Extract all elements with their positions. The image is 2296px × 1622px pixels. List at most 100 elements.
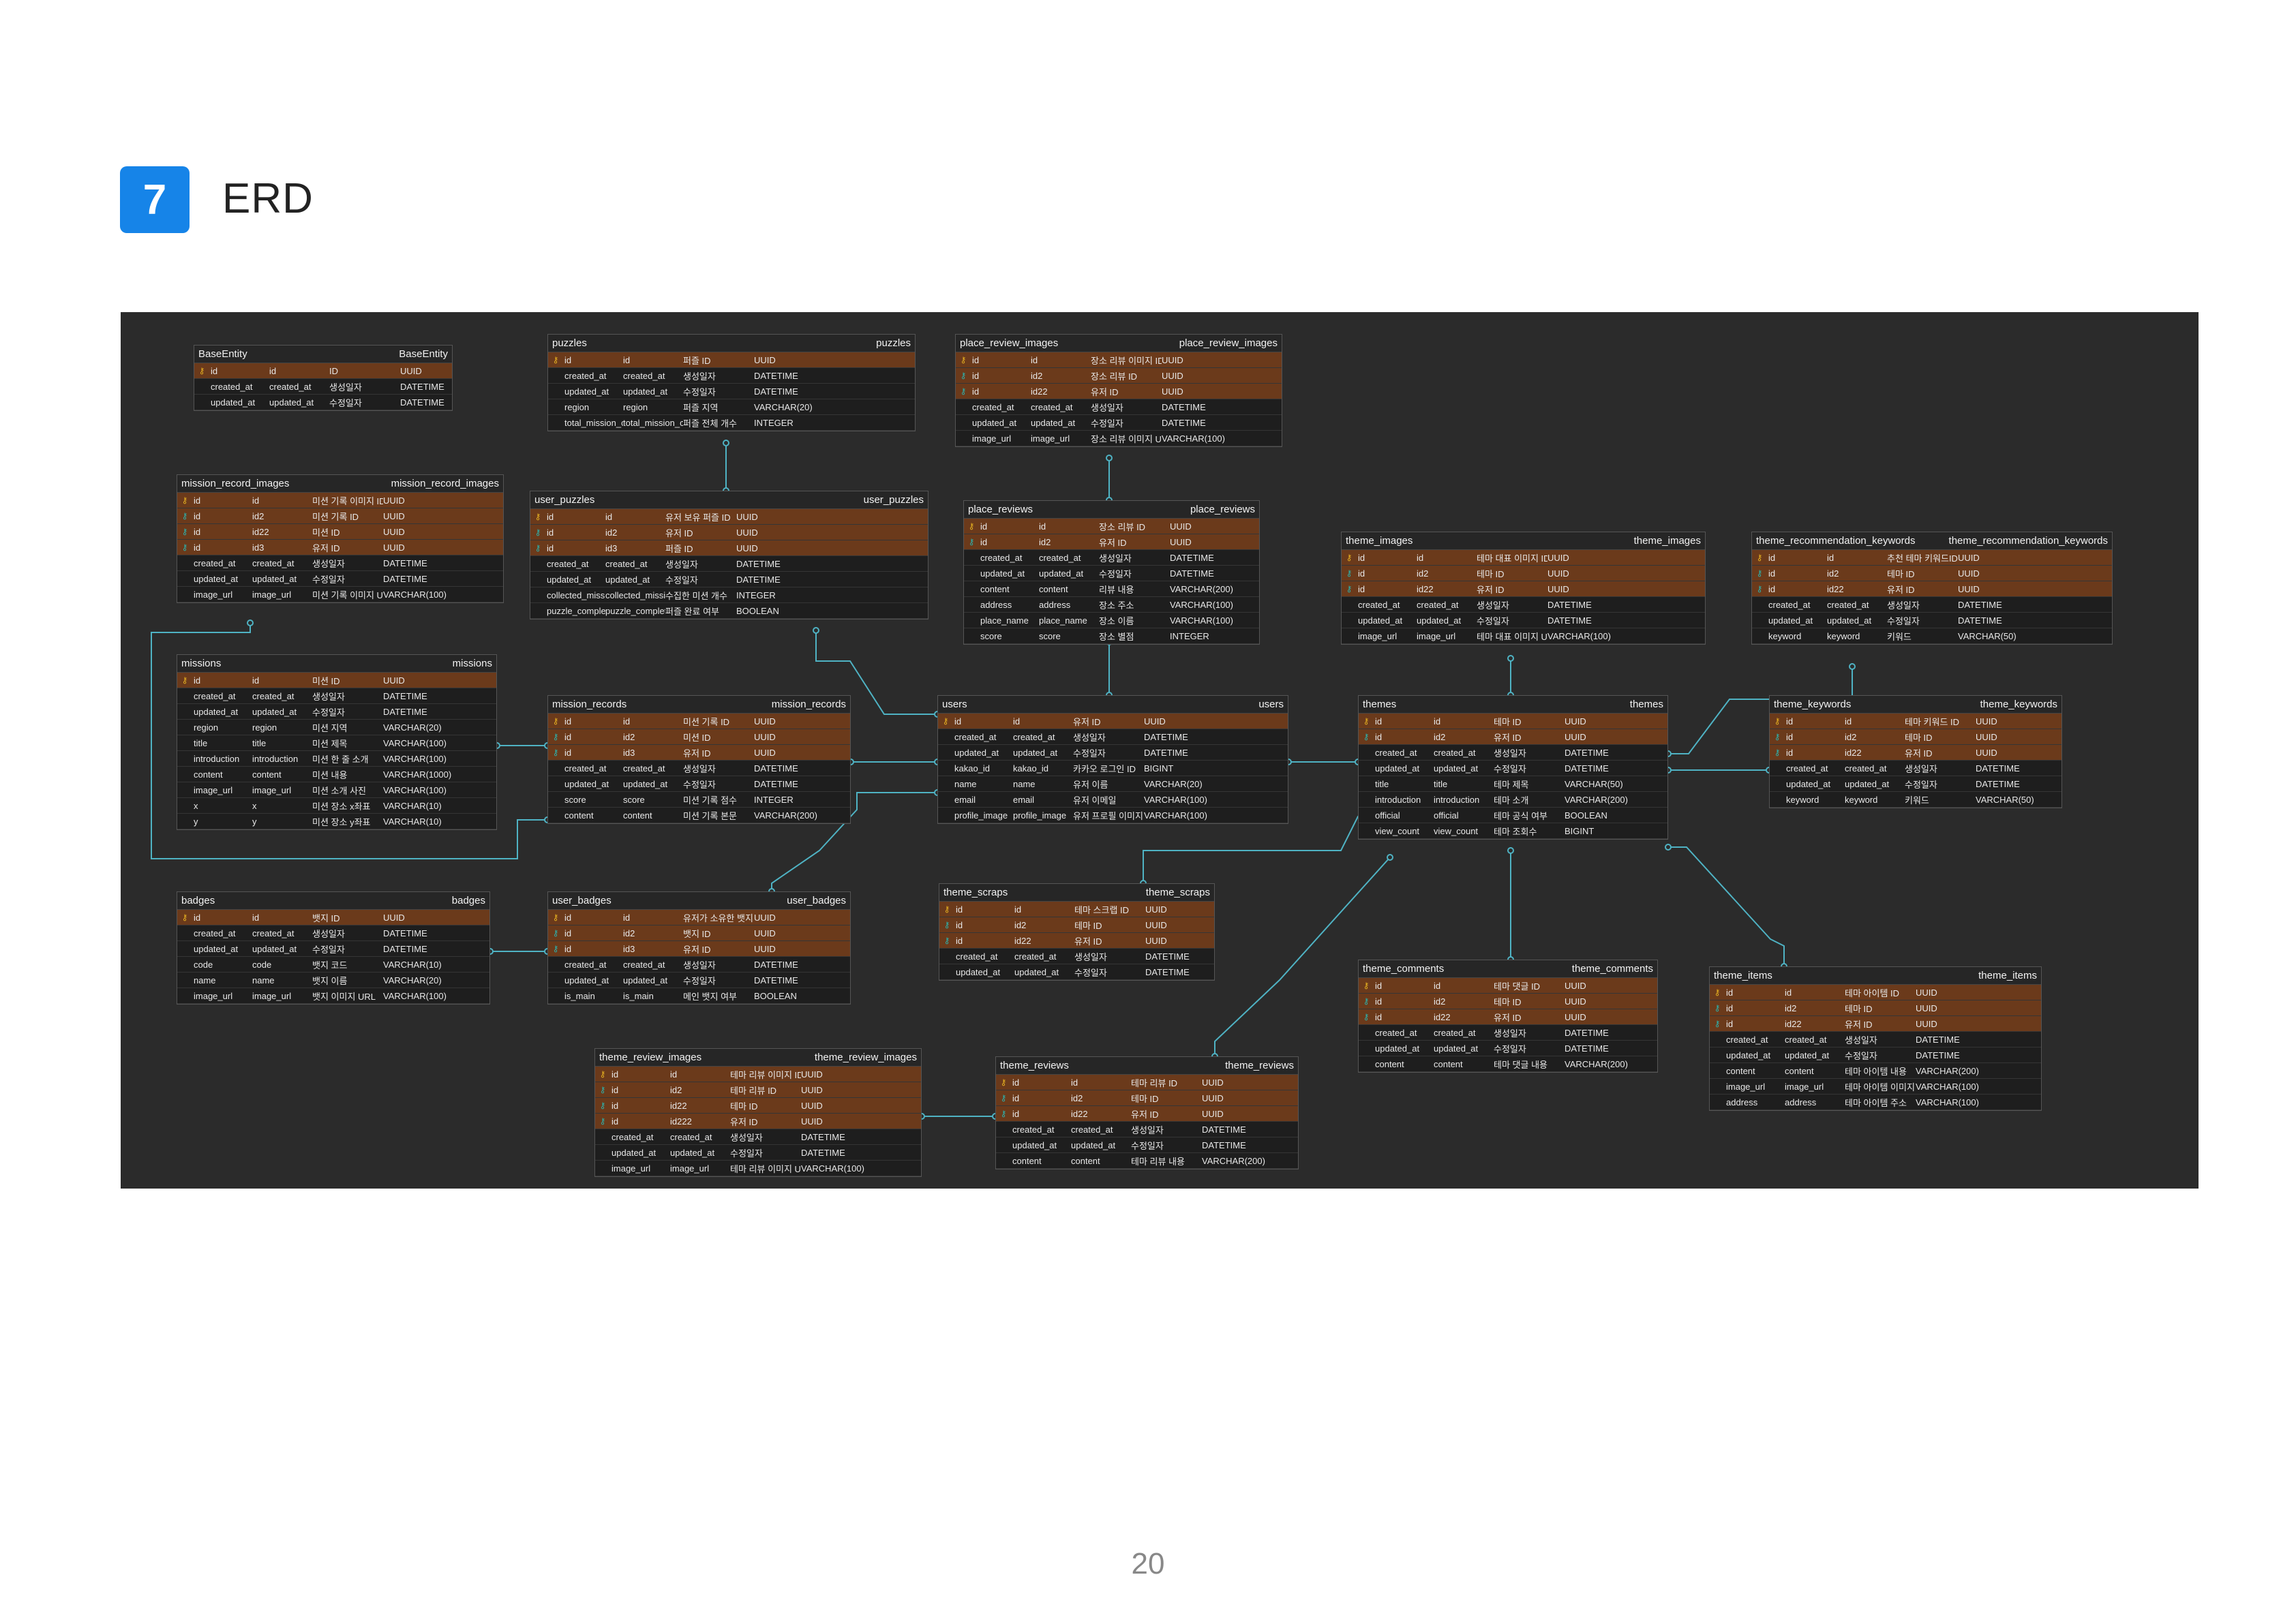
column-type: INTEGER xyxy=(736,590,776,600)
column-name: id xyxy=(1375,980,1383,991)
column-name: title xyxy=(1375,778,1389,789)
column-description: 미션 기록 이미지 ID xyxy=(312,495,383,506)
column-alias: id22 xyxy=(1827,583,1844,594)
column-description: 장소 리뷰 ID xyxy=(1099,521,1146,532)
column-name: id xyxy=(972,354,980,365)
column-name: id xyxy=(211,365,218,376)
table-name-right: BaseEntity xyxy=(399,348,448,360)
key-icon: ⚷ xyxy=(552,748,559,757)
column-alias: created_at xyxy=(1014,951,1057,962)
column-name: id xyxy=(1726,1018,1734,1029)
column-description: 테마 스크랩 ID xyxy=(1074,904,1130,915)
column-name: official xyxy=(1375,810,1400,821)
column-name: puzzle_completed xyxy=(547,605,605,616)
column-name: view_count xyxy=(1375,825,1420,836)
table-name-right: puzzles xyxy=(876,337,911,349)
column-type: VARCHAR(200) xyxy=(1170,583,1233,594)
column-description: 생성일자 xyxy=(1845,1035,1877,1045)
table-row: total_mission_counttotal_mission_count퍼즐… xyxy=(548,415,915,431)
column-description: 유저가 소유한 뱃지 ID xyxy=(683,913,754,923)
column-type: DATETIME xyxy=(754,386,798,397)
column-type: DATETIME xyxy=(1976,763,2020,774)
key-icon: ⚷ xyxy=(599,1101,606,1110)
column-alias: updated_at xyxy=(1845,778,1890,789)
column-description: 퍼즐 ID xyxy=(683,355,711,366)
column-description: 뱃지 ID xyxy=(312,913,340,923)
column-description: 추천 테마 키워드ID xyxy=(1887,553,1958,564)
column-alias: created_at xyxy=(623,370,665,381)
column-description: 미션 기록 본문 xyxy=(683,810,737,821)
column-alias: introduction xyxy=(1434,794,1480,805)
column-alias: id3 xyxy=(252,542,265,553)
table-name-left: mission_record_images xyxy=(181,478,290,489)
table-name-right: mission_record_images xyxy=(391,478,499,489)
column-description: 키워드 xyxy=(1905,795,1929,806)
column-type: VARCHAR(20) xyxy=(383,975,442,985)
column-alias: updated_at xyxy=(1031,417,1076,428)
column-type: BOOLEAN xyxy=(736,605,779,616)
column-alias: keyword xyxy=(1827,630,1860,641)
column-name: updated_at xyxy=(972,417,1017,428)
column-alias: created_at xyxy=(1434,747,1476,758)
column-name: created_at xyxy=(194,690,236,701)
column-type: DATETIME xyxy=(1170,552,1214,563)
column-type: VARCHAR(100) xyxy=(1144,794,1207,805)
column-description: 유저 ID xyxy=(1494,732,1522,743)
column-name: created_at xyxy=(194,557,236,568)
column-name: kakao_id xyxy=(954,763,991,774)
column-name: id xyxy=(194,542,201,553)
column-alias: id2 xyxy=(1071,1092,1083,1103)
column-description: 뱃지 코드 xyxy=(312,960,348,970)
column-name: image_url xyxy=(611,1163,651,1174)
column-alias: id2 xyxy=(1031,370,1043,381)
column-description: 테마 댓글 ID xyxy=(1494,981,1541,992)
column-alias: content xyxy=(252,769,282,780)
table-row: collected_mission_countcollected_mission… xyxy=(530,587,928,603)
column-description: 유저 이름 xyxy=(1073,779,1108,790)
column-type: DATETIME xyxy=(754,778,798,789)
column-alias: updated_at xyxy=(269,397,314,408)
table-mission-record-images[interactable]: mission_record_images mission_record_imag… xyxy=(177,474,504,603)
column-description: 생성일자 xyxy=(312,691,345,702)
column-type: UUID xyxy=(1170,521,1192,532)
column-alias: region xyxy=(623,401,648,412)
column-type: UUID xyxy=(1565,1011,1586,1022)
column-type: DATETIME xyxy=(1958,599,2002,610)
column-alias: address xyxy=(1785,1097,1817,1107)
column-description: 수정일자 xyxy=(730,1148,763,1159)
column-name: id xyxy=(956,919,963,930)
column-description: 테마 소개 xyxy=(1494,795,1529,806)
column-type: UUID xyxy=(1565,716,1586,726)
